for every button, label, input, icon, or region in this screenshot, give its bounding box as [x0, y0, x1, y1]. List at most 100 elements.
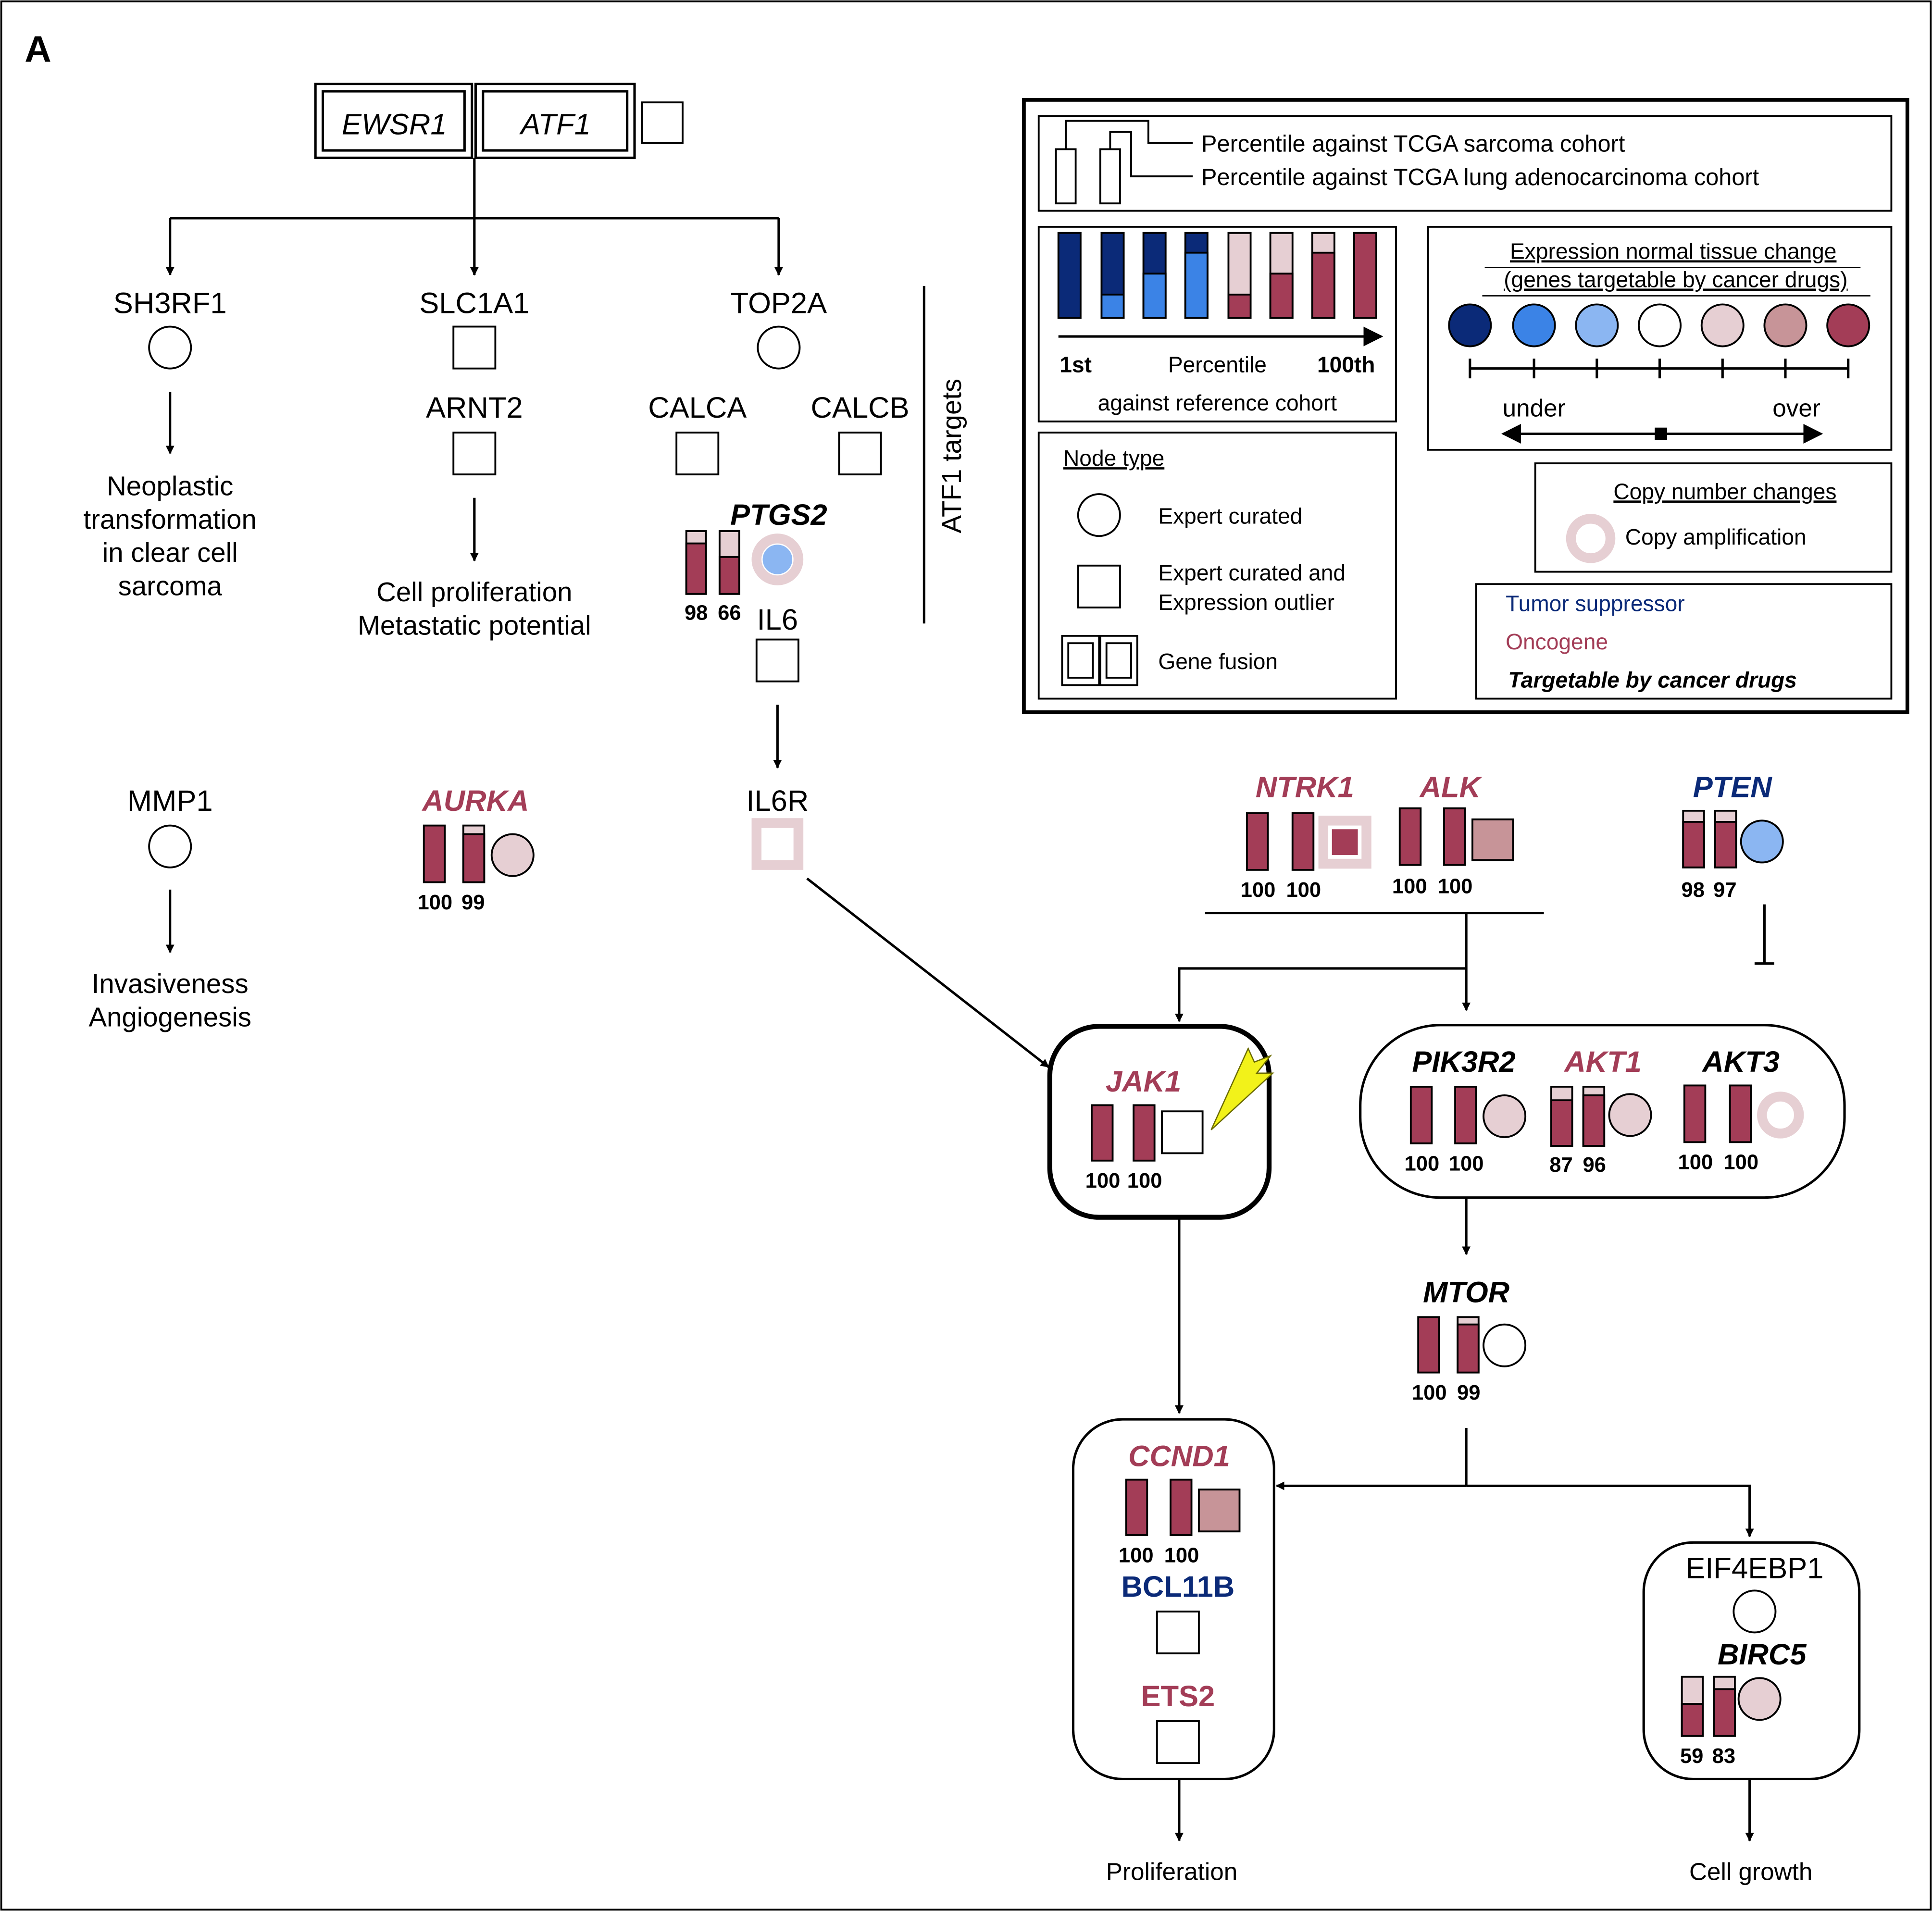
ptgs2-pct-1: 98	[685, 602, 708, 625]
gene-aurka: AURKA	[421, 784, 529, 818]
gene-il6r: IL6R	[746, 784, 809, 818]
ptgs2-amp-ring	[751, 534, 804, 585]
outcome-arnt2-1: Cell proliferation	[376, 577, 572, 607]
gene-calcb: CALCB	[811, 391, 910, 424]
ptgs2-pct-2: 66	[718, 602, 741, 625]
ccnd1-pct-2: 100	[1164, 1544, 1199, 1567]
gene-atf1: ATF1	[519, 108, 591, 141]
alk-expr-square	[1471, 818, 1514, 861]
calcb-square	[838, 432, 882, 476]
aurka-bars	[423, 824, 486, 883]
pten-inhibition	[1754, 904, 1774, 965]
gene-jak1: JAK1	[1106, 1065, 1181, 1098]
legend-targetable: Targetable by cancer drugs	[1508, 668, 1797, 693]
legend-cohort-sarcoma: Percentile against TCGA sarcoma cohort	[1201, 131, 1625, 157]
pten-expr-circle	[1740, 819, 1784, 864]
gene-slc1a1: SLC1A1	[419, 286, 529, 320]
akt1-expr-circle	[1608, 1093, 1652, 1137]
pik3r2-bars	[1409, 1086, 1477, 1144]
slc1a1-square	[452, 325, 497, 370]
aurka-pct-2: 99	[461, 891, 485, 914]
ccnd1-expr-square	[1198, 1489, 1241, 1533]
gene-ewsr1: EWSR1	[342, 108, 447, 141]
aurka-expr-circle	[490, 833, 535, 877]
mtor-bars	[1417, 1316, 1480, 1374]
akt3-bars	[1683, 1084, 1752, 1143]
akt3-pct-1: 100	[1678, 1151, 1713, 1174]
legend-over: over	[1772, 395, 1820, 422]
outcome-mmp1-1: Invasiveness	[92, 968, 249, 999]
aurka-pct-1: 100	[417, 891, 452, 914]
ccnd1-pct-1: 100	[1119, 1544, 1154, 1567]
mtor-branches	[1275, 1427, 1754, 1538]
legend-pct-caption: against reference cohort	[1098, 390, 1337, 415]
il6-square	[755, 638, 799, 682]
receptor-signal-lines	[1174, 912, 1544, 1022]
ptgs2-bars	[685, 530, 740, 595]
pik3r2-pct-1: 100	[1405, 1152, 1440, 1175]
il6r-amp-square	[751, 818, 804, 870]
legend-node-type-title: Node type	[1063, 446, 1164, 471]
legend-expr-title-1: Expression normal tissue change	[1510, 239, 1836, 264]
calca-square	[675, 432, 720, 476]
alk-bars	[1398, 807, 1466, 866]
legend-amp-ring	[1566, 514, 1616, 563]
ntrk1-amp-square	[1318, 816, 1371, 869]
il6r-to-jak1-arrow	[806, 877, 1049, 1068]
outcome-sh3rf1-4: sarcoma	[118, 571, 223, 601]
akt3-amp-ring	[1757, 1092, 1804, 1139]
mtor-pct-1: 100	[1412, 1381, 1447, 1404]
gene-mtor: MTOR	[1423, 1276, 1509, 1309]
outcome-sh3rf1-1: Neoplastic	[107, 471, 233, 501]
gene-pik3r2: PIK3R2	[1412, 1045, 1515, 1079]
bcl11b-square	[1156, 1610, 1200, 1654]
gene-sh3rf1: SH3RF1	[113, 286, 227, 320]
gene-top2a: TOP2A	[731, 286, 827, 320]
alk-pct-2: 100	[1438, 875, 1473, 898]
mtor-expr-circle	[1483, 1323, 1527, 1367]
legend-oncogene: Oncogene	[1506, 629, 1608, 654]
legend-copy-title: Copy number changes	[1613, 479, 1836, 504]
legend-fusion-icon	[1061, 634, 1138, 686]
legend-circle-icon	[1077, 493, 1121, 537]
gene-ptgs2: PTGS2	[730, 498, 827, 532]
ntrk1-bars	[1246, 812, 1315, 871]
outcome-sh3rf1-3: in clear cell	[102, 537, 238, 568]
outcome-sh3rf1-2: transformation	[84, 504, 257, 534]
legend-cohort-lung: Percentile against TCGA lung adenocarcin…	[1201, 164, 1759, 190]
outcome-proliferation: Proliferation	[1106, 1858, 1237, 1886]
pik3r2-pct-2: 100	[1449, 1152, 1484, 1175]
fusion-branches	[165, 158, 783, 276]
gene-calca: CALCA	[648, 391, 747, 424]
legend-pct-mid: Percentile	[1168, 352, 1267, 377]
fusion-node: EWSR1 ATF1	[314, 83, 636, 159]
legend-under: under	[1503, 395, 1566, 422]
sh3rf1-circle	[148, 325, 192, 370]
top2a-circle	[757, 325, 801, 370]
legend-gene-fusion: Gene fusion	[1158, 649, 1278, 674]
birc5-pct-2: 83	[1712, 1745, 1735, 1768]
gene-birc5: BIRC5	[1718, 1638, 1807, 1671]
ntrk1-expr-square	[1332, 829, 1358, 856]
alk-pct-1: 100	[1392, 875, 1427, 898]
gene-ets2: ETS2	[1141, 1680, 1215, 1713]
mmp1-circle	[148, 824, 192, 869]
legend-expert-curated: Expert curated	[1158, 504, 1302, 529]
ccnd1-bars	[1125, 1478, 1193, 1536]
gene-eif4ebp1: EIF4EBP1	[1685, 1552, 1823, 1585]
gene-akt1: AKT1	[1563, 1045, 1642, 1079]
jak1-pct-1: 100	[1085, 1169, 1121, 1192]
akt1-pct-2: 96	[1583, 1154, 1606, 1177]
gene-pten: PTEN	[1693, 771, 1773, 804]
akt3-pct-2: 100	[1723, 1151, 1758, 1174]
legend: Percentile against TCGA sarcoma cohort P…	[1022, 98, 1909, 714]
outcome-arnt2-2: Metastatic potential	[358, 610, 591, 640]
birc5-bars	[1681, 1675, 1736, 1737]
legend-expression-scale	[1469, 359, 1850, 379]
gene-akt3: AKT3	[1701, 1045, 1780, 1079]
gene-mmp1: MMP1	[127, 784, 213, 818]
mutation-lightning-icon	[1210, 1047, 1275, 1130]
pik3r2-expr-circle	[1483, 1094, 1527, 1138]
